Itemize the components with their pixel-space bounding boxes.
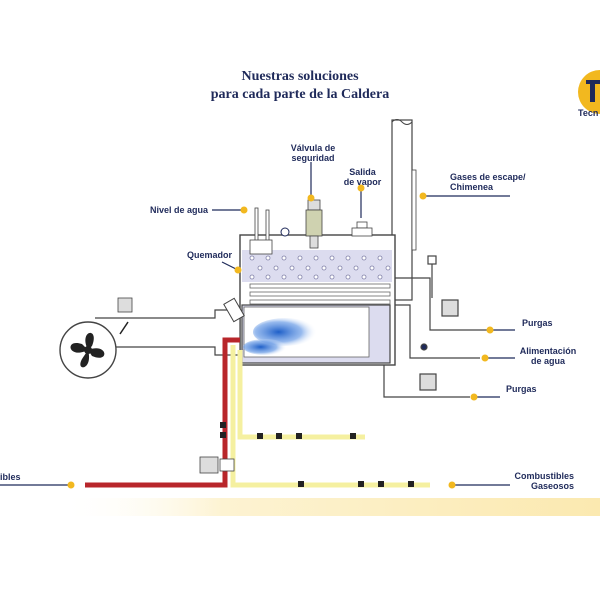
gas-fuel-pipe xyxy=(230,345,430,488)
purge-line-bottom xyxy=(383,365,470,398)
water-feed-line xyxy=(395,304,480,359)
damper-motor-icon xyxy=(117,297,133,335)
label-purgas-2: Purgas xyxy=(506,384,537,394)
pump-icon xyxy=(199,456,235,474)
callout-dots xyxy=(67,184,494,489)
valve-icon xyxy=(220,422,414,487)
flame-icon xyxy=(243,318,317,355)
steam-outlet xyxy=(351,221,373,237)
label-nivel-agua: Nivel de agua xyxy=(149,205,208,215)
label-quemador: Quemador xyxy=(186,250,232,260)
purge-line-top xyxy=(395,255,490,331)
bottom-band xyxy=(60,498,600,516)
water-level-gauge xyxy=(249,207,273,255)
label-combustibles-liquidos: ibles xyxy=(0,472,21,482)
label-salida-vapor: Salida de vapor xyxy=(343,167,382,187)
label-combustibles-gaseosos: Combustibles Gaseosos xyxy=(514,471,574,491)
label-gases-escape: Gases de escape/ Chimenea xyxy=(450,172,526,192)
brand-logo xyxy=(578,70,600,114)
fan-icon xyxy=(59,321,117,379)
label-valvula-seguridad: Válvula de seguridad xyxy=(290,143,336,163)
title-line-2: para cada parte de la Caldera xyxy=(210,87,390,102)
chimney xyxy=(391,119,417,301)
brand-text: Tecn xyxy=(578,108,599,118)
pressure-gauge-icon xyxy=(280,227,290,237)
title-line-1: Nuestras soluciones xyxy=(241,69,359,84)
burner-duct xyxy=(95,297,245,356)
liquid-fuel-pipe xyxy=(85,337,240,488)
safety-valve-icon xyxy=(305,199,323,249)
label-purgas-1: Purgas xyxy=(522,318,553,328)
label-alimentacion-agua: Alimentación de agua xyxy=(519,346,577,366)
diagram-title: Nuestras soluciones para cada parte de l… xyxy=(180,68,420,104)
